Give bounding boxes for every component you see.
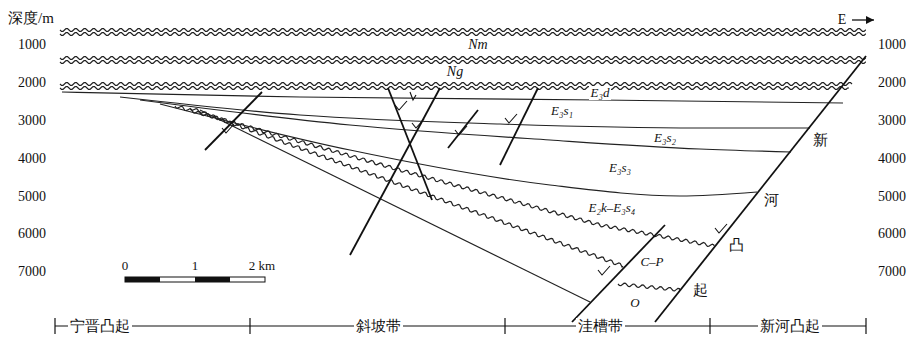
uplift-label: 新 <box>811 132 830 149</box>
zone-label: 洼槽带 <box>576 318 625 335</box>
scale-label: 2 km <box>247 259 277 273</box>
fault-motion-mark <box>598 266 610 275</box>
depth-tick: 6000 <box>876 226 908 241</box>
fault-motion-mark <box>505 114 517 123</box>
fault-motion-mark <box>455 126 467 135</box>
formation-label: C–P <box>638 255 665 269</box>
unconformity-line <box>618 283 680 291</box>
zone-label: 宁晋凸起 <box>68 318 132 335</box>
stratum-boundary <box>140 100 791 152</box>
fault-line <box>350 88 440 255</box>
zone-bracket <box>55 325 866 326</box>
formation-label: E₃d <box>589 86 612 100</box>
fault-motion-mark <box>222 124 234 133</box>
stratum-boundary <box>120 97 810 128</box>
unconformity-line <box>60 57 866 60</box>
depth-tick: 5000 <box>16 189 48 204</box>
depth-tick: 5000 <box>876 189 908 204</box>
fault-motion-mark <box>715 224 727 233</box>
zone-label: 新河凸起 <box>758 318 822 335</box>
depth-tick: 3000 <box>876 113 908 128</box>
scale-label: 1 <box>190 259 201 273</box>
unconformity-line <box>60 87 849 90</box>
uplift-label: 河 <box>762 192 781 209</box>
zone-tick <box>865 318 866 334</box>
fault-motion-mark <box>395 101 407 110</box>
zone-tick <box>249 318 250 334</box>
scale-bar-segment <box>195 277 230 282</box>
unconformity-line <box>60 33 866 36</box>
depth-tick: 1000 <box>16 37 48 52</box>
depth-tick: 2000 <box>876 75 908 90</box>
formation-label: E₂k–E₃s₄ <box>587 201 638 215</box>
formation-label: Ng <box>445 64 465 79</box>
depth-tick: 1000 <box>876 37 908 52</box>
fault-motion-mark <box>412 119 424 128</box>
fault-motion-mark <box>410 92 416 100</box>
fault-line <box>448 110 478 148</box>
formation-label: E₃s₂ <box>652 131 678 145</box>
unconformity-line <box>175 106 714 246</box>
axis-title: 深度/m <box>6 10 56 27</box>
stratum-boundary <box>200 110 590 302</box>
zone-tick <box>54 318 55 334</box>
uplift-label: 起 <box>691 282 710 299</box>
unconformity-line <box>60 29 866 32</box>
unconformity-line <box>190 108 623 267</box>
stratum-boundary <box>160 104 757 196</box>
formation-label: E₃s₁ <box>549 104 575 118</box>
scale-bar <box>125 277 265 282</box>
fault-line <box>205 92 262 150</box>
zone-tick <box>709 318 710 334</box>
depth-tick: 4000 <box>876 151 908 166</box>
scale-label: 0 <box>120 259 131 273</box>
depth-tick: 3000 <box>16 113 48 128</box>
fault-line <box>655 56 866 322</box>
scale-bar-segment <box>125 277 160 282</box>
stratum-boundary <box>62 92 843 103</box>
direction-label: E <box>836 12 849 27</box>
formation-label: E₃s₃ <box>607 161 633 175</box>
zone-tick <box>504 318 505 334</box>
arrow-head <box>866 16 874 24</box>
depth-tick: 2000 <box>16 75 48 90</box>
fault-line <box>572 225 665 322</box>
fault-line <box>388 88 432 200</box>
depth-tick: 4000 <box>16 151 48 166</box>
unconformity-line <box>60 61 866 64</box>
depth-tick: 7000 <box>16 264 48 279</box>
formation-label: Nm <box>466 37 489 52</box>
unconformity-line <box>60 83 852 86</box>
formation-label: O <box>628 296 641 310</box>
fault-line <box>500 88 538 165</box>
depth-tick: 6000 <box>16 226 48 241</box>
depth-tick: 7000 <box>876 264 908 279</box>
uplift-label: 凸 <box>727 237 746 254</box>
zone-label: 斜坡带 <box>354 318 403 335</box>
